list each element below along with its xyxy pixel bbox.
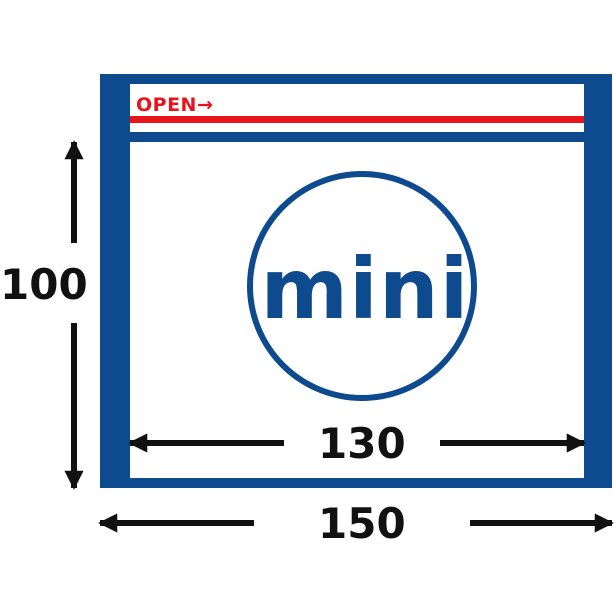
bag-top-strip (130, 84, 584, 132)
open-label: OPEN→ (136, 94, 214, 116)
outer-width-dimension-label: 150 (318, 499, 406, 548)
height-dimension-label: 100 (0, 260, 88, 309)
inner-width-dimension-label: 130 (318, 419, 406, 468)
logo-text: mini (260, 240, 470, 338)
tear-line-strip (130, 116, 584, 123)
logo-circle (247, 171, 477, 401)
